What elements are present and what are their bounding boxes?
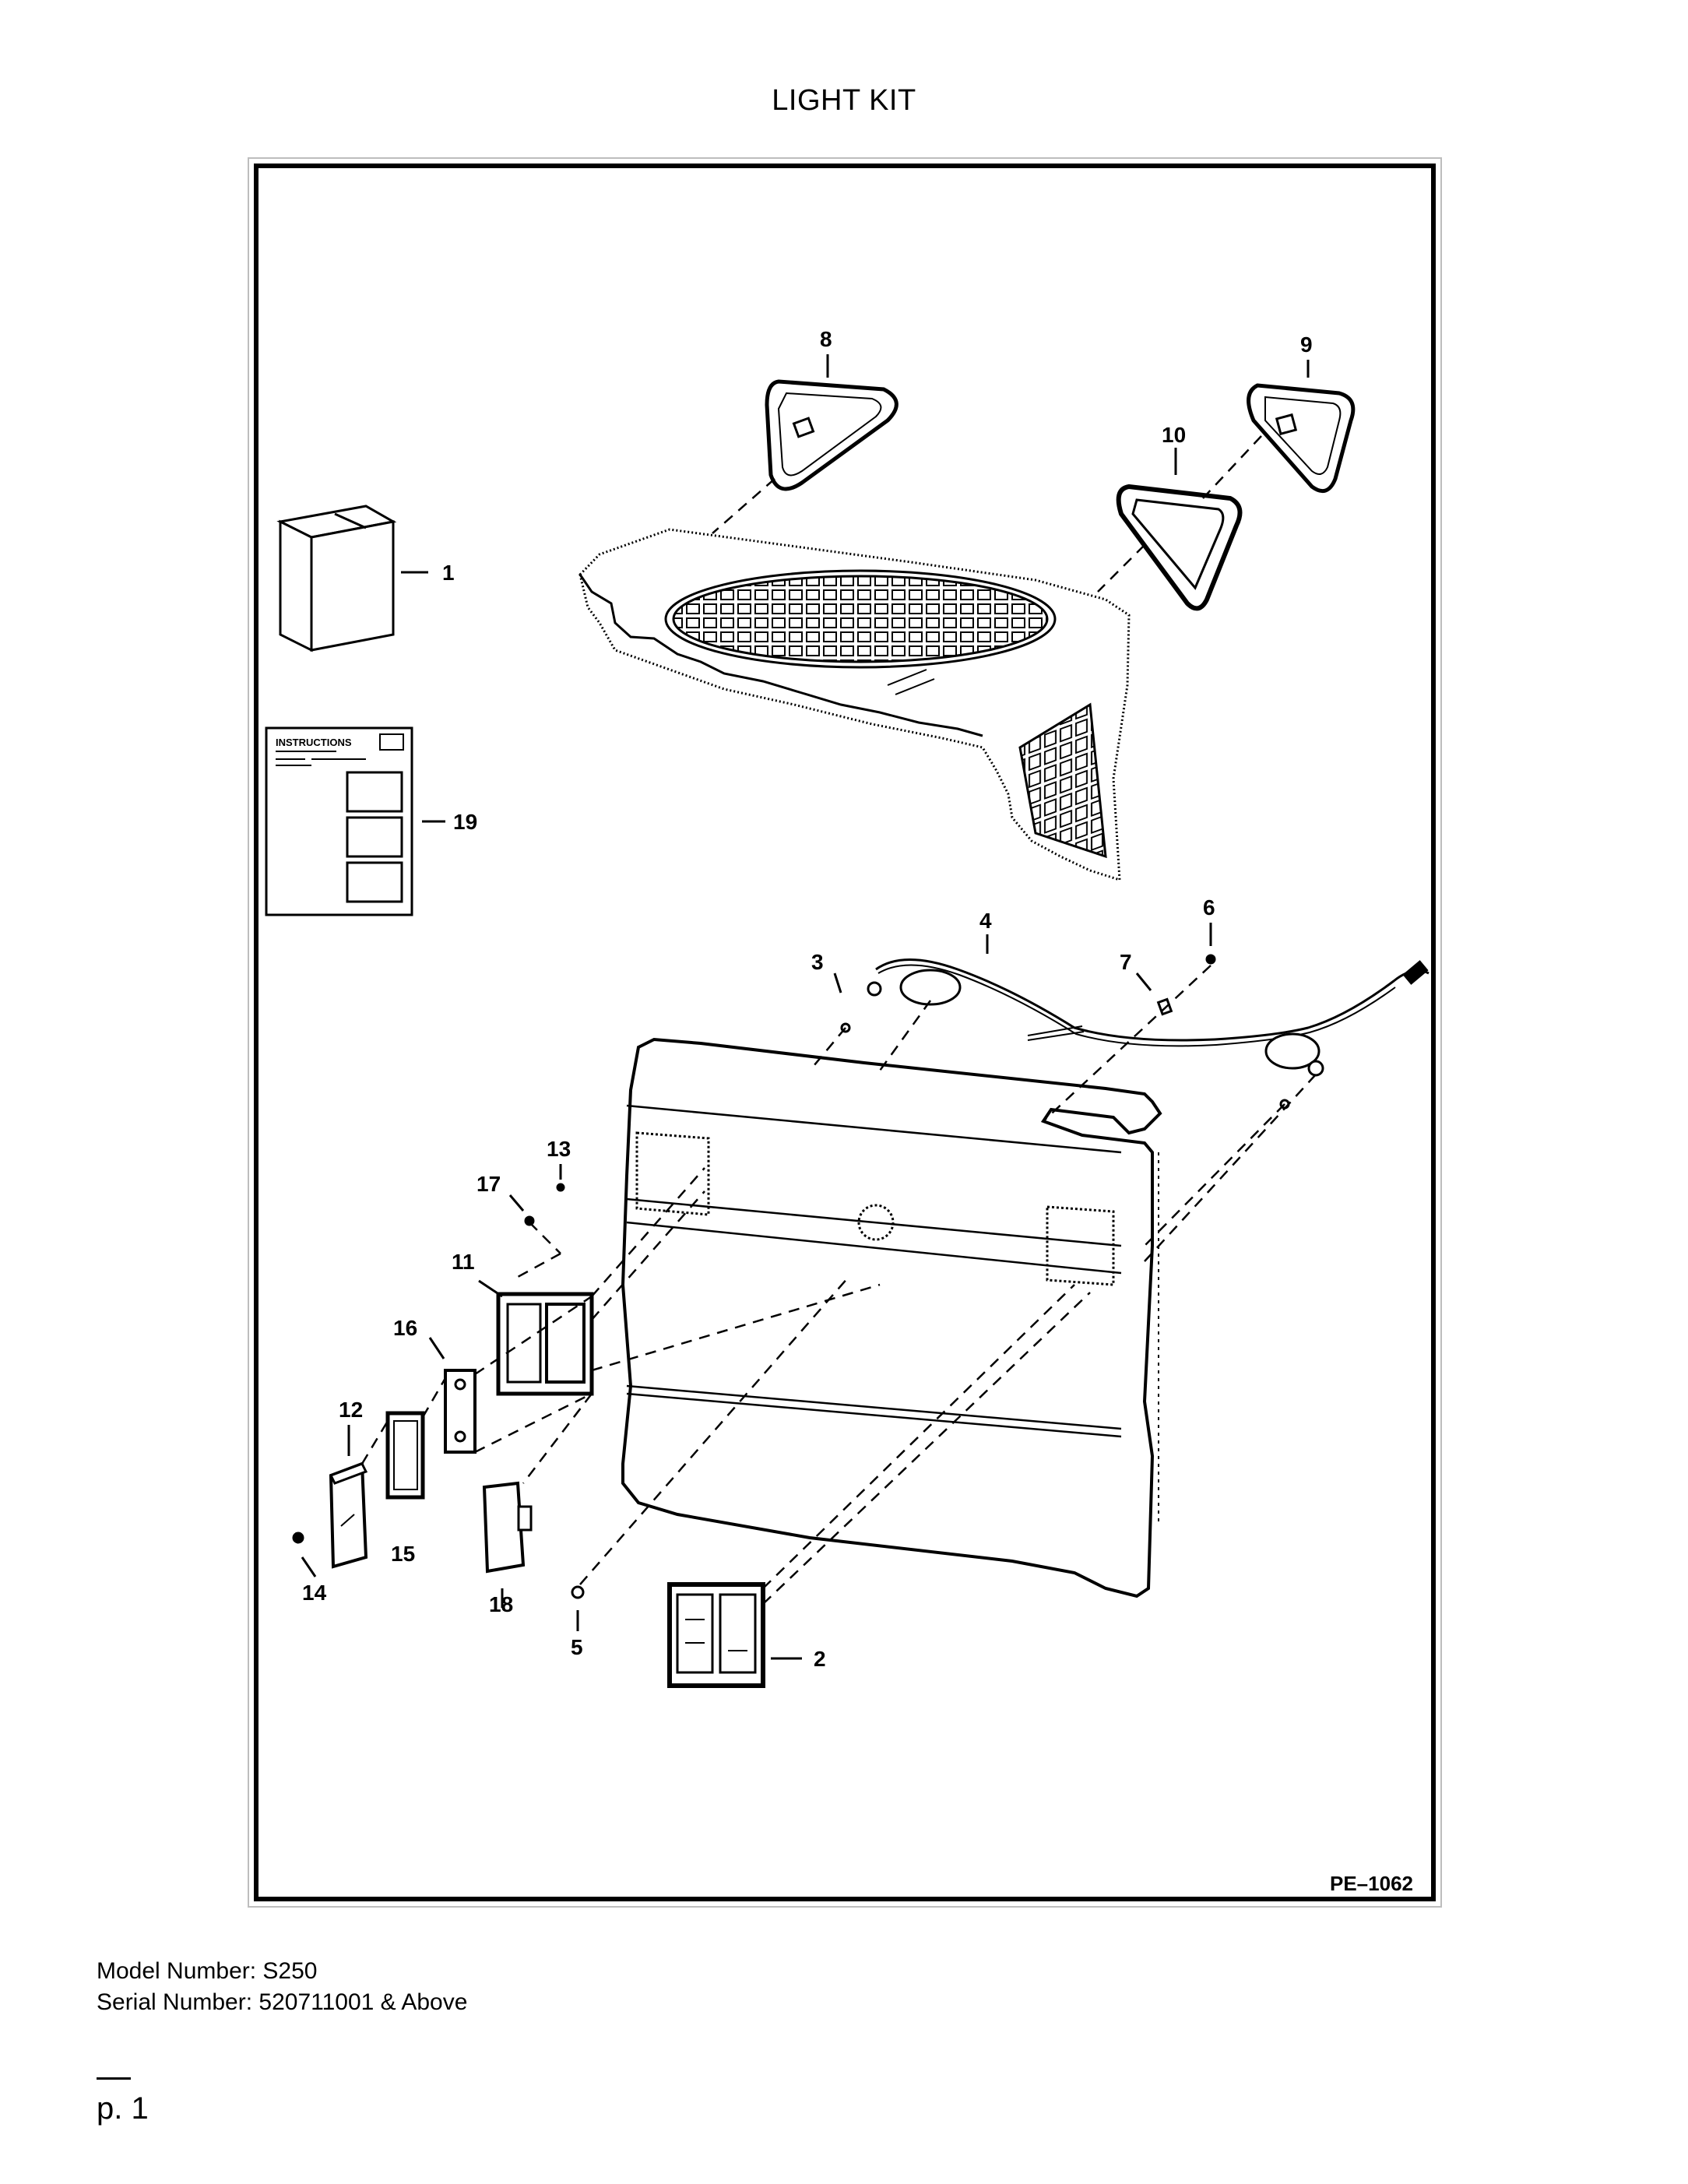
callout-4: 4 xyxy=(979,909,992,933)
part-9-light xyxy=(1247,383,1356,494)
callout-14: 14 xyxy=(302,1581,327,1605)
part-4-wire-harness xyxy=(875,958,1430,1070)
part-15-gasket xyxy=(385,1411,425,1500)
callout-15: 15 xyxy=(391,1542,415,1566)
callout-11: 11 xyxy=(452,1250,475,1274)
callout-9: 9 xyxy=(1300,332,1313,357)
callout-8: 8 xyxy=(820,327,832,351)
model-number: Model Number: S250 xyxy=(97,1958,318,1984)
callout-6: 6 xyxy=(1203,895,1215,920)
callout-1: 1 xyxy=(442,561,455,585)
callout-16: 16 xyxy=(393,1316,417,1340)
callout-3: 3 xyxy=(811,950,824,974)
instructions-sheet-label: INSTRUCTIONS xyxy=(276,737,352,748)
serial-number: Serial Number: 520711001 & Above xyxy=(97,1989,468,2015)
part-18-switch-rocker xyxy=(482,1481,533,1574)
callout-12: 12 xyxy=(339,1398,363,1422)
part-19-instruction-sheet xyxy=(265,726,413,916)
callout-5: 5 xyxy=(571,1635,583,1659)
part-12-switch xyxy=(329,1461,368,1569)
plate-number: PE–1062 xyxy=(1330,1872,1413,1895)
dash-panel xyxy=(621,1037,1162,1598)
leader-lines-lower xyxy=(360,965,1317,1605)
callout-17: 17 xyxy=(477,1172,501,1196)
callout-2: 2 xyxy=(814,1647,826,1671)
page-rule xyxy=(97,2077,131,2080)
callout-19: 19 xyxy=(453,810,477,834)
part-2-switch-assembly xyxy=(667,1582,765,1688)
leader-lines-upper xyxy=(712,435,1262,593)
callout-10: 10 xyxy=(1162,423,1186,447)
page-number: p. 1 xyxy=(97,2091,149,2126)
cab-roof-panel xyxy=(578,528,1131,882)
figure-frame-outer xyxy=(248,157,1442,1908)
callout-7: 7 xyxy=(1120,950,1132,974)
page-title: LIGHT KIT xyxy=(772,84,916,117)
part-16-switch-bracket xyxy=(444,1369,477,1454)
part-11-switch-housing xyxy=(496,1292,594,1396)
part-1-box xyxy=(276,505,397,652)
callout-13: 13 xyxy=(547,1137,571,1161)
part-8-light xyxy=(765,379,899,491)
callout-18: 18 xyxy=(489,1592,513,1616)
part-10-lens-gasket xyxy=(1116,484,1243,611)
